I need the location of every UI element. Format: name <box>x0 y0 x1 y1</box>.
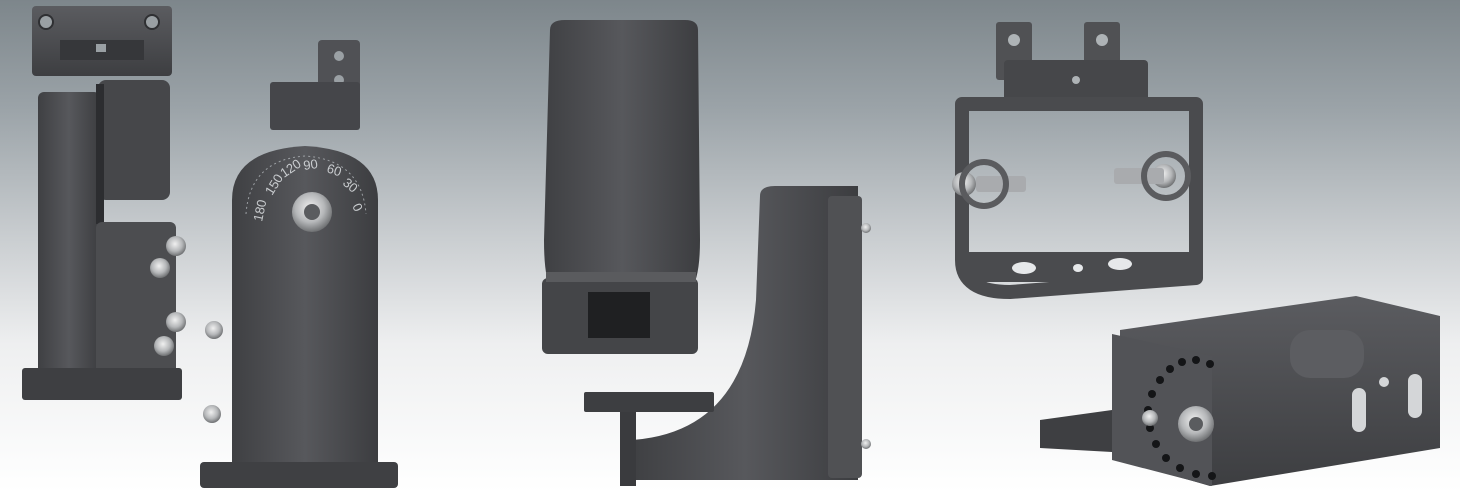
box-bracket <box>1040 296 1440 486</box>
bracket-side-view <box>22 6 186 400</box>
bracket-front-view: 180 150 120 90 60 30 0 <box>200 40 398 488</box>
angle-label-60: 60 <box>325 161 343 180</box>
curved-arm-top-view <box>542 20 700 354</box>
curved-arm-side-view <box>584 186 871 486</box>
angle-label-90: 90 <box>302 156 318 173</box>
angle-label-180: 180 <box>250 198 269 222</box>
u-yoke-bracket <box>952 22 1203 299</box>
